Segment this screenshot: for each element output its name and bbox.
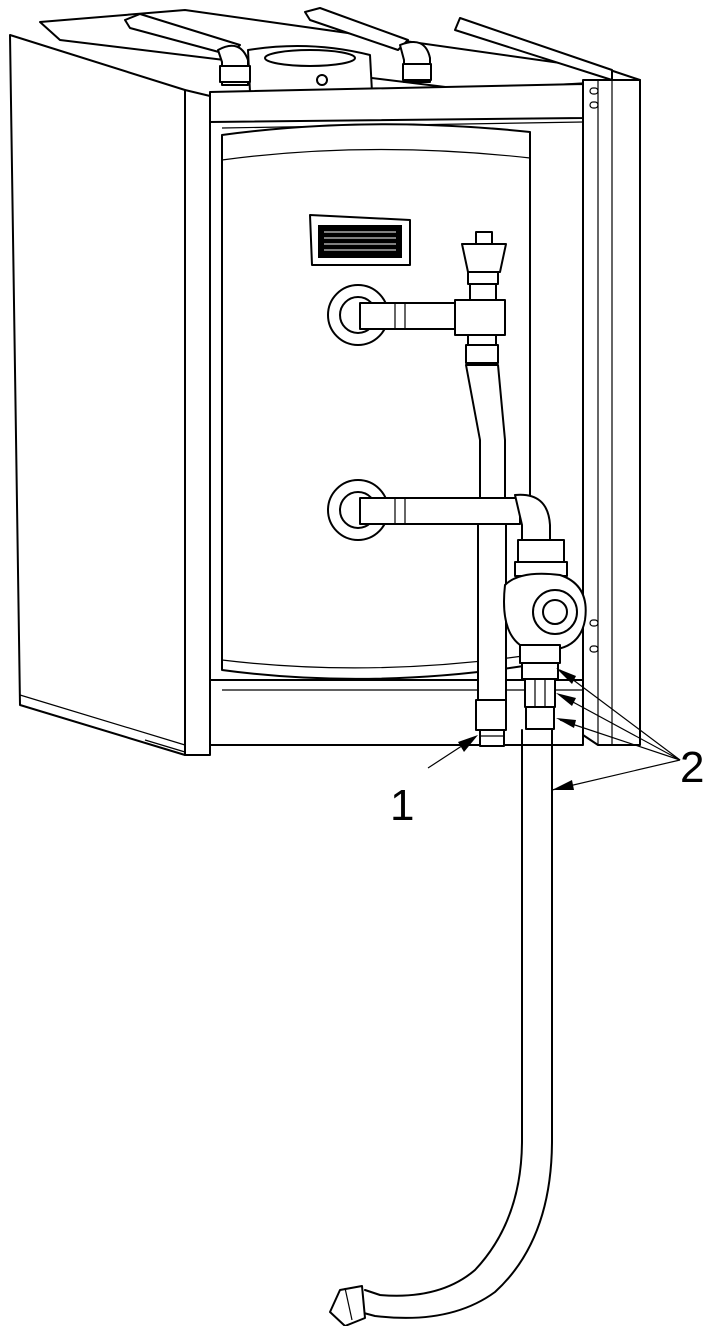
left-side-panel bbox=[9, 34, 211, 756]
upper-tank-connection bbox=[327, 284, 461, 346]
top-pipe-left bbox=[124, 13, 251, 86]
callout-two-leaders bbox=[551, 668, 681, 791]
callout-label-two: 2 bbox=[680, 743, 704, 792]
top-pipe-right bbox=[304, 7, 432, 83]
drain-hose bbox=[329, 729, 553, 1326]
circulation-pump bbox=[503, 539, 587, 664]
air-vent-assembly bbox=[454, 231, 507, 346]
lower-tank-connection bbox=[327, 479, 551, 546]
rating-plate bbox=[309, 214, 411, 266]
callout-one-leader bbox=[427, 735, 478, 769]
pump-outlet-fittings bbox=[521, 662, 559, 730]
callout-label-one: 1 bbox=[390, 781, 414, 830]
tank-top bbox=[247, 45, 373, 93]
supply-hose bbox=[465, 344, 507, 747]
right-frame-post bbox=[582, 79, 641, 746]
